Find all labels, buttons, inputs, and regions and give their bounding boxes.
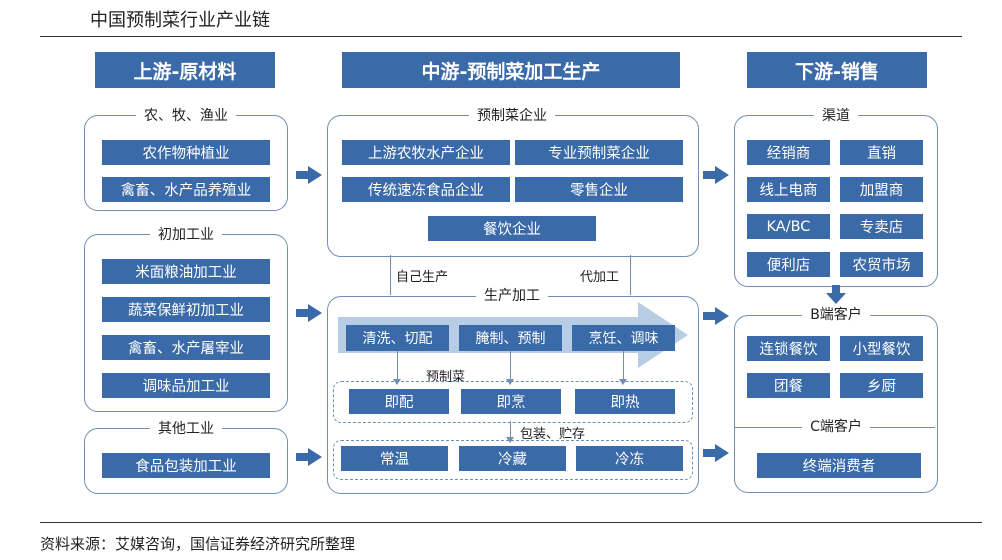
item-box: 传统速冻食品企业 (342, 177, 510, 202)
connector-line (390, 255, 391, 295)
prepared-type: 即热 (575, 389, 675, 414)
label-oem: 代加工 (580, 270, 620, 285)
top-divider (40, 36, 962, 37)
group-label: 渠道 (814, 107, 858, 125)
group-label: 预制菜企业 (469, 107, 555, 125)
channel-item: 经销商 (747, 140, 830, 165)
item-box: 食品包装加工业 (102, 453, 270, 478)
item-box: 禽畜、水产品养殖业 (102, 177, 270, 202)
source-note: 资料来源：艾媒咨询，国信证券经济研究所整理 (40, 535, 356, 553)
storage-type: 冷藏 (459, 446, 566, 471)
header-downstream: 下游-销售 (747, 52, 927, 88)
channel-item: KA/BC (747, 214, 830, 239)
channel-item: 农贸市场 (840, 252, 923, 277)
connector-line (510, 351, 511, 381)
channel-item: 加盟商 (840, 177, 923, 202)
channel-item: 直销 (840, 140, 923, 165)
item-box: 餐饮企业 (428, 216, 596, 241)
item-box: 农作物种植业 (102, 140, 270, 165)
group-label: B端客户 (802, 306, 870, 324)
group-label: 其他工业 (150, 420, 222, 438)
client-item: 团餐 (747, 373, 830, 398)
group-label: C端客户 (802, 418, 870, 436)
process-step: 烹饪、调味 (572, 325, 675, 351)
item-box: 调味品加工业 (102, 373, 270, 398)
client-item: 终端消费者 (757, 453, 921, 478)
storage-container (333, 440, 693, 480)
storage-type: 常温 (341, 446, 448, 471)
bottom-divider (40, 522, 982, 523)
connector-line (510, 421, 511, 439)
client-item: 乡厨 (840, 373, 923, 398)
prepared-type: 即配 (349, 389, 449, 414)
item-box: 米面粮油加工业 (102, 259, 270, 284)
connector-line (630, 255, 631, 295)
page-title: 中国预制菜行业产业链 (90, 10, 270, 31)
arrow-down-icon (506, 379, 514, 385)
storage-type: 冷冻 (576, 446, 683, 471)
channel-item: 线上电商 (747, 177, 830, 202)
process-step: 清洗、切配 (346, 325, 449, 351)
item-box: 专业预制菜企业 (515, 140, 683, 165)
label-packaging: 包装、贮存 (520, 427, 586, 442)
item-box: 蔬菜保鲜初加工业 (102, 297, 270, 322)
prepared-type: 即烹 (461, 389, 561, 414)
arrow-down-icon (393, 379, 401, 385)
group-label: 初加工业 (150, 226, 222, 244)
client-item: 连锁餐饮 (747, 336, 830, 361)
arrow-down-icon (826, 285, 846, 304)
label-self-production: 自己生产 (396, 270, 449, 285)
header-midstream: 中游-预制菜加工生产 (342, 52, 680, 88)
arrow-down-icon (619, 379, 627, 385)
prepared-dish-container (333, 381, 693, 423)
connector-line (397, 351, 398, 381)
item-box: 零售企业 (515, 177, 683, 202)
header-upstream: 上游-原材料 (95, 52, 275, 88)
item-box: 禽畜、水产屠宰业 (102, 335, 270, 360)
item-box: 上游农牧水产企业 (342, 140, 510, 165)
group-label: 生产加工 (476, 287, 548, 305)
process-step: 腌制、预制 (459, 325, 562, 351)
client-item: 小型餐饮 (840, 336, 923, 361)
group-label: 农、牧、渔业 (136, 107, 236, 125)
channel-item: 便利店 (747, 252, 830, 277)
channel-item: 专卖店 (840, 214, 923, 239)
connector-line (623, 351, 624, 381)
